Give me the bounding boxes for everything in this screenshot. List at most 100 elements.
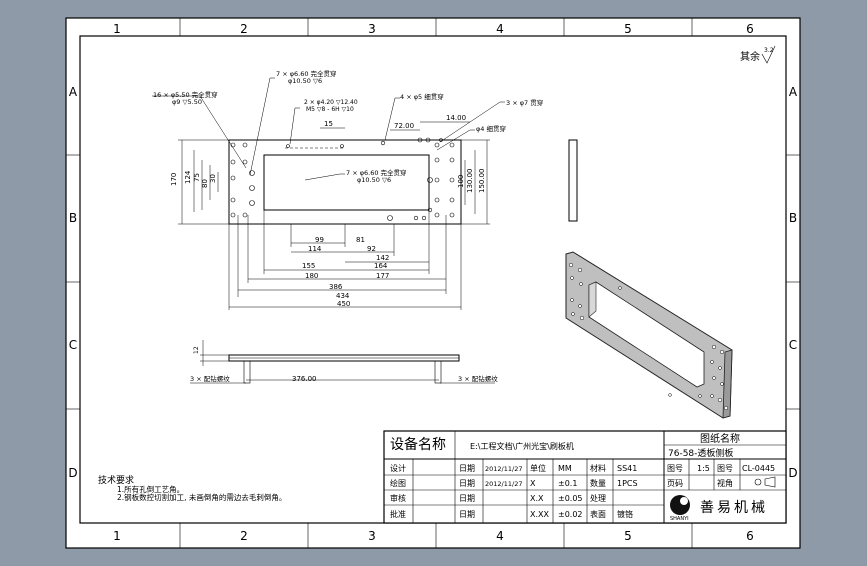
row-label-c: C xyxy=(69,338,77,352)
svg-text:155: 155 xyxy=(302,262,315,270)
svg-text:1:5: 1:5 xyxy=(697,464,710,473)
svg-text:页码: 页码 xyxy=(667,479,683,488)
front-view: 99 81 114 92 142 155 164 180 177 386 434… xyxy=(152,69,543,310)
svg-text:99: 99 xyxy=(315,236,324,244)
col-label-5: 5 xyxy=(624,22,632,36)
row-label-a: A xyxy=(69,85,78,99)
svg-text:处理: 处理 xyxy=(590,493,606,503)
svg-text:177: 177 xyxy=(376,272,389,280)
svg-text:日期: 日期 xyxy=(459,464,475,473)
svg-text:130.00: 130.00 xyxy=(466,169,474,194)
svg-text:技术要求: 技术要求 xyxy=(98,474,134,486)
roughness-symbol: 其余 3.2 xyxy=(740,45,776,64)
isometric-view xyxy=(565,251,733,419)
col-label-1: 1 xyxy=(113,22,121,36)
svg-text:表面: 表面 xyxy=(590,509,606,519)
svg-text:MM: MM xyxy=(558,464,572,473)
svg-text:X.XX: X.XX xyxy=(530,510,550,519)
equipment-label: 设备名称 xyxy=(390,436,446,453)
side-view: 12 376.00 3 × 配钻螺纹 3 × 配钻螺纹 xyxy=(190,340,498,384)
svg-text:φ4 细贯穿: φ4 细贯穿 xyxy=(476,124,506,133)
svg-text:φ10.50 ▽6: φ10.50 ▽6 xyxy=(357,176,391,184)
svg-text:164: 164 xyxy=(374,262,388,270)
drawing-name-label: 图纸名称 xyxy=(700,432,740,445)
svg-text:±0.1: ±0.1 xyxy=(558,479,577,488)
svg-text:2012/11/27: 2012/11/27 xyxy=(485,465,522,473)
svg-text:3.2: 3.2 xyxy=(764,47,774,54)
row-label-d: D xyxy=(68,466,77,480)
company-name: 善易机械 xyxy=(700,500,768,516)
tech-requirements: 技术要求 1.所有孔倒工艺角。 2.钢板数控切割加工, 未画倒角的需边去毛刺倒角… xyxy=(98,474,286,502)
row-label-d-right: D xyxy=(788,466,797,480)
svg-text:SHANYI: SHANYI xyxy=(670,516,689,522)
svg-text:X.X: X.X xyxy=(530,494,544,503)
svg-text:450: 450 xyxy=(337,300,350,308)
svg-text:图号: 图号 xyxy=(717,464,733,473)
svg-text:X: X xyxy=(530,479,536,488)
company-logo xyxy=(670,495,690,515)
svg-text:批准: 批准 xyxy=(390,509,406,519)
col-label-1-bottom: 1 xyxy=(113,529,121,543)
svg-text:±0.02: ±0.02 xyxy=(558,510,583,519)
col-label-4: 4 xyxy=(496,22,504,36)
svg-text:设计: 设计 xyxy=(390,463,406,473)
svg-text:1PCS: 1PCS xyxy=(617,479,638,488)
svg-text:审核: 审核 xyxy=(390,493,406,503)
svg-text:100: 100 xyxy=(457,175,465,188)
col-label-5-bottom: 5 xyxy=(624,529,632,543)
svg-text:142: 142 xyxy=(376,254,389,262)
svg-text:434: 434 xyxy=(336,292,350,300)
svg-text:376.00: 376.00 xyxy=(292,375,317,383)
column-ticks xyxy=(66,18,800,548)
drawing-name: 76-58-透板侧板 xyxy=(668,447,733,459)
col-label-4-bottom: 4 xyxy=(496,529,504,543)
svg-text:SS41: SS41 xyxy=(617,464,637,473)
row-label-a-right: A xyxy=(789,85,798,99)
svg-text:92: 92 xyxy=(367,245,376,253)
svg-text:φ10.50 ▽6: φ10.50 ▽6 xyxy=(288,77,322,85)
svg-text:±0.05: ±0.05 xyxy=(558,494,583,503)
svg-text:日期: 日期 xyxy=(459,494,475,503)
svg-text:3 × φ7 贯穿: 3 × φ7 贯穿 xyxy=(506,98,543,107)
svg-text:170: 170 xyxy=(170,173,178,186)
svg-text:80: 80 xyxy=(201,179,209,188)
svg-text:单位: 单位 xyxy=(530,463,546,473)
svg-text:2 × φ4.20 ▽12.40: 2 × φ4.20 ▽12.40 xyxy=(304,99,358,106)
svg-text:材料: 材料 xyxy=(590,463,606,473)
svg-text:日期: 日期 xyxy=(459,510,475,519)
svg-text:81: 81 xyxy=(356,236,365,244)
svg-text:绘图: 绘图 xyxy=(390,478,406,488)
row-label-b: B xyxy=(69,211,77,225)
svg-text:日期: 日期 xyxy=(459,479,475,488)
col-label-6: 6 xyxy=(746,22,754,36)
col-label-3-bottom: 3 xyxy=(368,529,376,543)
svg-text:2012/11/27: 2012/11/27 xyxy=(485,480,522,488)
svg-text:CL-0445: CL-0445 xyxy=(742,464,775,473)
svg-text:M5 ▽8 - 6H ▽10: M5 ▽8 - 6H ▽10 xyxy=(306,106,354,113)
edge-view xyxy=(568,139,578,222)
svg-text:图号: 图号 xyxy=(667,464,683,473)
svg-text:150.00: 150.00 xyxy=(478,169,486,194)
svg-text:180: 180 xyxy=(305,272,318,280)
svg-text:2.钢板数控切割加工, 未画倒角的需边去毛刺倒角。: 2.钢板数控切割加工, 未画倒角的需边去毛刺倒角。 xyxy=(117,492,286,502)
svg-text:镀铬: 镀铬 xyxy=(617,509,633,519)
svg-text:数量: 数量 xyxy=(590,478,606,488)
svg-text:14.00: 14.00 xyxy=(446,114,466,122)
svg-text:1.所有孔倒工艺角。: 1.所有孔倒工艺角。 xyxy=(117,484,184,494)
col-label-3: 3 xyxy=(368,22,376,36)
col-label-2: 2 xyxy=(240,22,248,36)
col-label-2-bottom: 2 xyxy=(240,529,248,543)
row-label-c-right: C xyxy=(789,338,797,352)
row-label-b-right: B xyxy=(789,211,797,225)
svg-text:15: 15 xyxy=(324,120,333,128)
col-label-6-bottom: 6 xyxy=(746,529,754,543)
svg-text:386: 386 xyxy=(329,283,343,291)
svg-text:75: 75 xyxy=(193,173,201,182)
svg-text:72.00: 72.00 xyxy=(394,122,414,130)
svg-text:4 × φ5 细贯穿: 4 × φ5 细贯穿 xyxy=(400,92,444,101)
svg-text:3 × 配钻螺纹: 3 × 配钻螺纹 xyxy=(458,374,498,383)
svg-text:3 × 配钻螺纹: 3 × 配钻螺纹 xyxy=(190,374,230,383)
projection-symbol xyxy=(754,476,776,488)
